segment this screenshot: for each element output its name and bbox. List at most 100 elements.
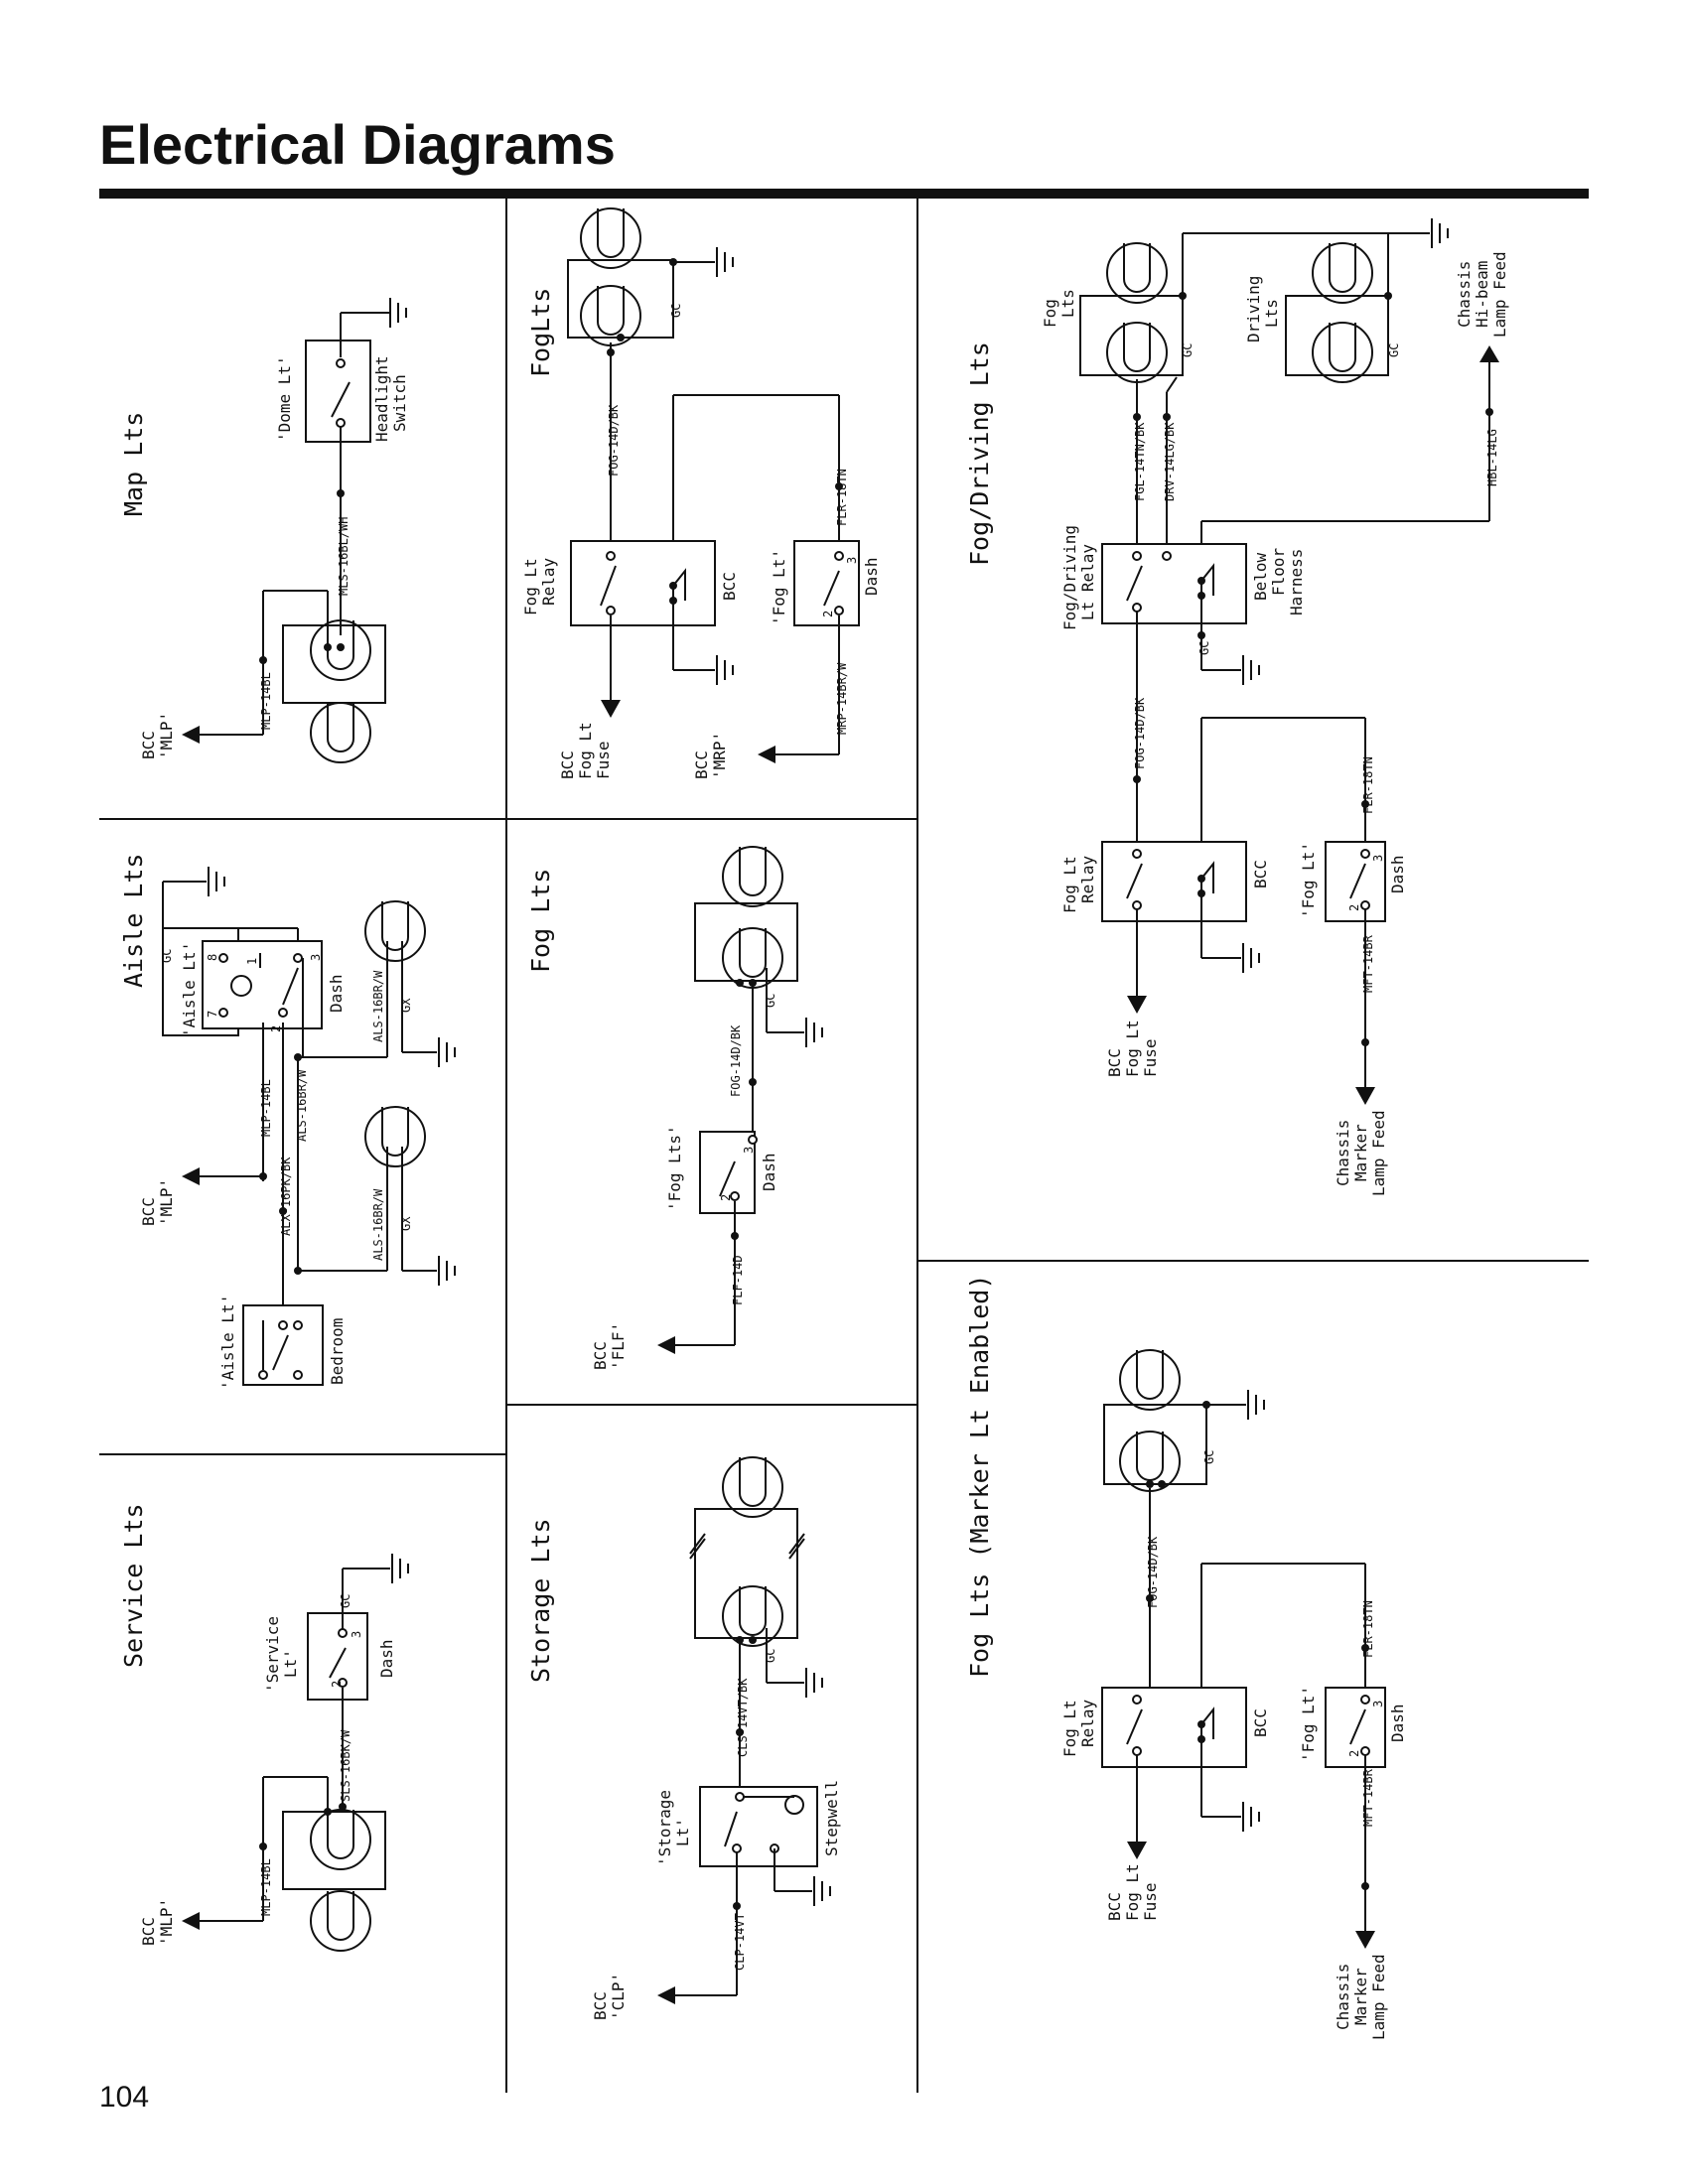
wire: [1349, 1708, 1366, 1745]
wire-label: GC: [1197, 641, 1211, 655]
arrow-bcc-clp: [657, 1986, 675, 2004]
wire: [329, 1647, 347, 1679]
component-symbol: [1247, 1389, 1265, 1421]
service-lamp-2: [310, 1890, 371, 1952]
terminal: [834, 606, 844, 615]
component-label: Hi-beam: [1473, 261, 1491, 328]
wire: [724, 1811, 738, 1847]
component-label: Switch: [390, 374, 409, 432]
terminal: [338, 1678, 348, 1688]
component-label: Lamp Feed: [1369, 1110, 1388, 1196]
component-label: Lamp Feed: [1369, 1954, 1388, 2040]
terminal: [735, 1792, 745, 1802]
terminal: [278, 1008, 288, 1018]
component-label: 'MRP': [710, 732, 729, 779]
component-symbol: [1285, 295, 1389, 376]
component-label: Chassis: [1334, 1964, 1352, 2030]
ground-symbol: [389, 297, 407, 329]
component-label: 'Fog Lt': [770, 549, 788, 625]
terminal: [218, 953, 228, 963]
fog-lt-switch-fd: [1325, 841, 1386, 922]
splice-dot: [733, 1902, 741, 1910]
splice-dot: [337, 643, 345, 651]
splice-dot: [731, 1232, 739, 1240]
splice-dot: [1133, 775, 1141, 783]
wire-label: GC: [669, 304, 683, 318]
component-label: Fog Lt: [1123, 1863, 1142, 1921]
wire-label: ALS-16BR/W: [371, 1188, 385, 1261]
wire-label: MFT-14BR: [1361, 1768, 1375, 1827]
component-label: BCC: [720, 572, 739, 601]
wire-label: GC: [1387, 343, 1401, 357]
section-map-lts: Map Lts 'Dome Lt' Headlight Switch MLS-1…: [119, 297, 409, 763]
splice-dot: [749, 1636, 757, 1644]
wire-label: FOG-14D/BK: [1133, 697, 1147, 769]
wire: [1349, 863, 1366, 899]
terminal: [293, 1320, 303, 1330]
terminal: [258, 1370, 268, 1380]
component-label: 'Storage: [655, 1790, 674, 1866]
wire: [823, 570, 840, 607]
wire: [1200, 563, 1214, 596]
component-label: 'Dome Lt': [275, 355, 294, 442]
component-label: Fog Lt: [521, 558, 540, 615]
component-label: 'Aisle Lt': [180, 942, 199, 1037]
wire-label: HBL-14LG: [1485, 429, 1499, 486]
fog-lamp-mid-1: [722, 846, 783, 907]
terminal: [834, 551, 844, 561]
splice-dot: [1146, 1594, 1154, 1602]
wire-label: ALS-16BR/W: [295, 1069, 309, 1142]
fog-lamp-fd-1: [1106, 242, 1168, 304]
fog-lamp-mk-1: [1119, 1349, 1181, 1411]
component-symbol: [1431, 217, 1449, 249]
section-title-fog-lts-marker: Fog Lts (Marker Lt Enabled): [965, 1275, 994, 1678]
component-label: Lt Relay: [1078, 544, 1097, 620]
component-label: BCC: [139, 1917, 158, 1946]
section-separators: [99, 199, 1589, 2093]
wire: [1200, 1706, 1214, 1739]
terminal: [1360, 1695, 1370, 1705]
component-label: BCC: [1251, 860, 1270, 888]
wire-label: SLS-16BK/W: [339, 1729, 352, 1802]
component-label: 'FLF': [609, 1322, 628, 1370]
component-label: Marker: [1351, 1968, 1370, 2025]
wire-label: GC: [160, 949, 174, 963]
terminal: [606, 551, 616, 561]
component-label: Chassis: [1334, 1120, 1352, 1186]
arrow-chassis-hi-beam: [1479, 345, 1499, 362]
splice-dot: [337, 489, 345, 497]
arrow-service-bcc: [182, 1912, 200, 1930]
fog-lt-switch-top: [793, 540, 860, 626]
splice-dot: [736, 1728, 744, 1736]
component-symbol: [567, 259, 674, 339]
section-title-fog-driving-lts: Fog/Driving Lts: [965, 341, 994, 566]
component-label: Marker: [1351, 1124, 1370, 1181]
splice-dot: [294, 1053, 302, 1061]
component-label: Headlight: [372, 355, 391, 442]
section-storage-lts: Storage Lts GC CLS-14VT/BK 'Storage Lt' …: [526, 1456, 841, 2020]
wire-label: FOG-14D/BK: [729, 1024, 743, 1097]
terminal: [606, 606, 616, 615]
wire: [331, 381, 351, 418]
component-label: Dash: [1388, 1704, 1407, 1742]
component-symbol: [282, 624, 386, 704]
component-symbol: [805, 1017, 823, 1048]
arrow-aisle-bcc: [182, 1167, 200, 1185]
wire-label: 2: [1347, 1750, 1361, 1757]
component-symbol: [1242, 942, 1260, 974]
fog-lts-switch-mid: [699, 1131, 756, 1214]
splice-dot: [324, 1808, 332, 1816]
component-symbol: [813, 1875, 831, 1907]
component-label: Chassis: [1455, 261, 1474, 328]
splice-dot: [1133, 413, 1141, 421]
fog-lt-relay-top: [570, 540, 716, 626]
component-symbol: [694, 1508, 798, 1639]
splice-dot: [1202, 1401, 1210, 1409]
component-label: Fuse: [1141, 1882, 1160, 1921]
wire: [282, 967, 299, 1006]
wire: [788, 1533, 805, 1555]
component-label: BCC: [139, 731, 158, 759]
wire-label: 3: [350, 1631, 363, 1638]
terminal: [1132, 551, 1142, 561]
section-fog-lts-mid: Fog Lts GC FOG-14D/BK 3 2 'Fog Lts' Dash…: [526, 846, 823, 1370]
